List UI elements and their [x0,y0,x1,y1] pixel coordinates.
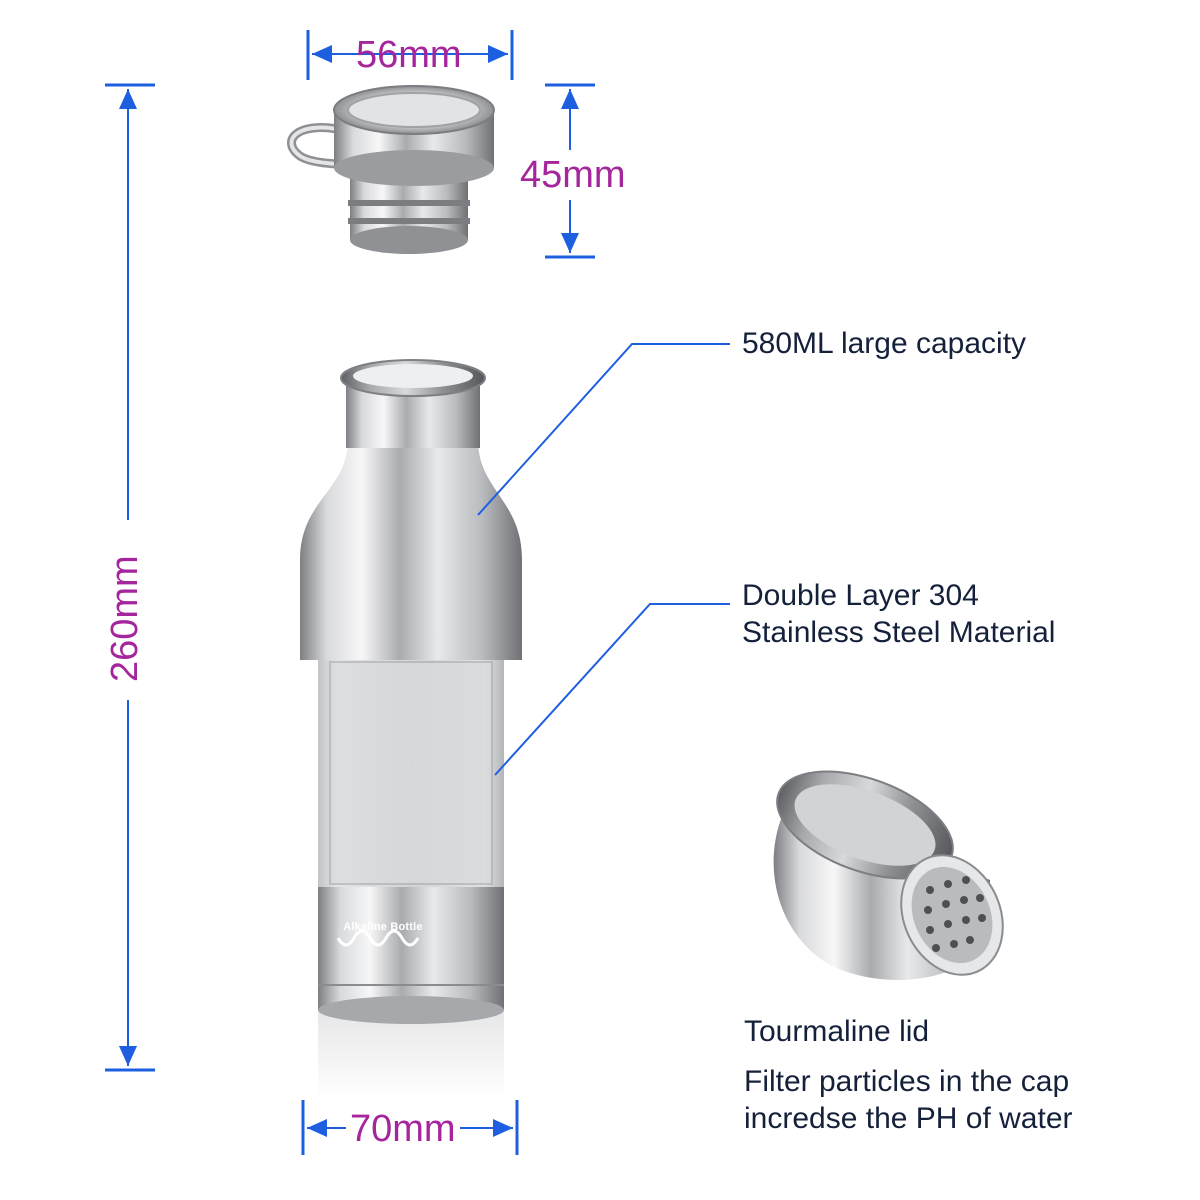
filter-description-line-2: incredse the PH of water [744,1101,1073,1135]
leader-lines [477,343,730,776]
material-label-line-1: Double Layer 304 [742,579,979,612]
filter-description-line-1: Filter particles in the cap [744,1065,1070,1098]
cap-height-dimension [545,83,595,259]
cap-width-label: 56mm [356,34,462,76]
total-height-label: 260mm [104,551,146,686]
total-height-dimension [105,83,155,1072]
capacity-label: 580ML large capacity [742,327,1027,360]
bottle-illustration [300,359,522,1100]
lid-title-label: Tourmaline lid [744,1015,930,1048]
filter-description: Filter particles in the cap incredse the… [744,1064,1073,1137]
material-label-line-2: Stainless Steel Material [742,615,1056,649]
top-cap-illustration [287,85,495,254]
cap-width-dimension [306,30,514,80]
material-label: Double Layer 304 Stainless Steel Materia… [742,578,1055,651]
cap-height-label: 45mm [516,156,630,194]
base-width-label: 70mm [346,1110,460,1148]
bottle-brand-text: Alkaline Bottle [343,921,423,933]
tourmaline-lid-illustration [773,770,1004,980]
